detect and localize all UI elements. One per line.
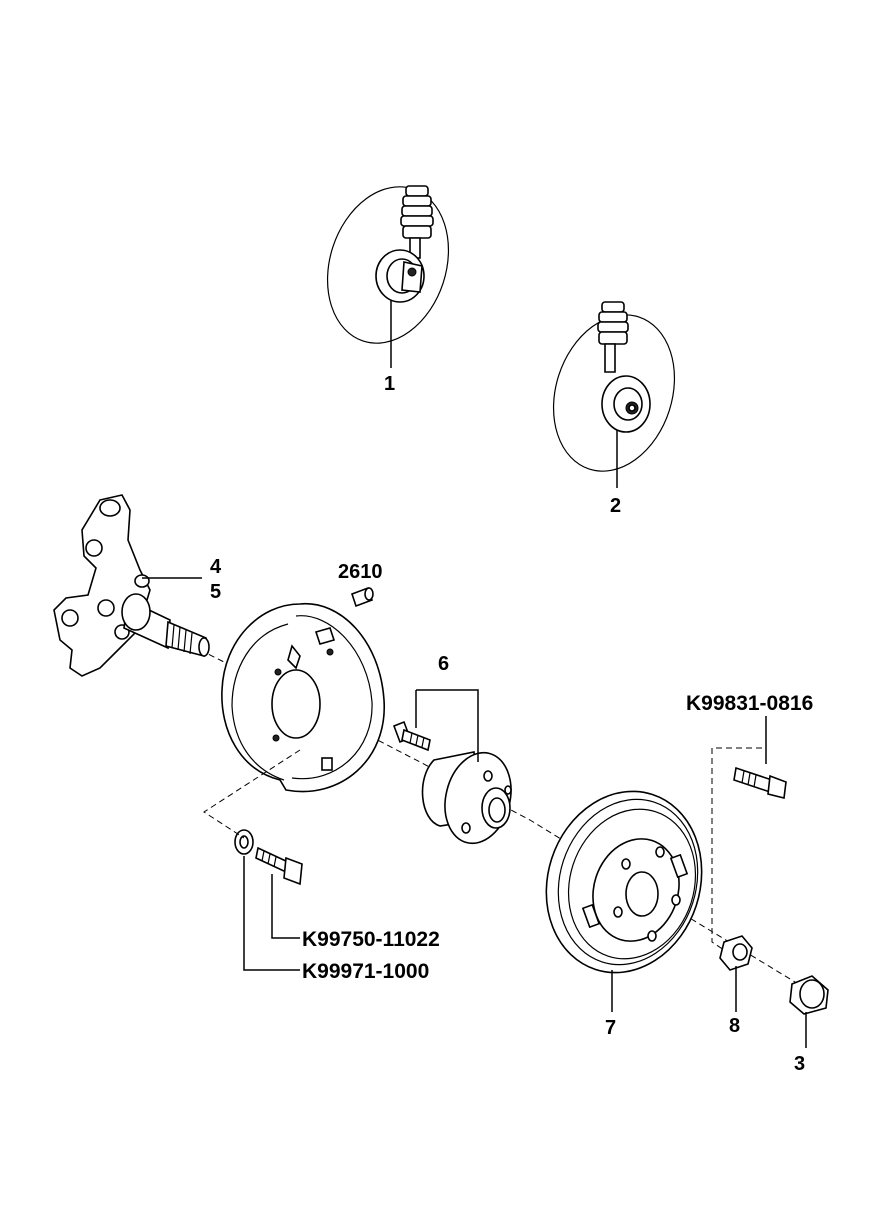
mount-bracket-2 (601, 375, 651, 433)
label-5: 5 (210, 581, 221, 603)
label-1: 1 (384, 373, 395, 395)
label-3: 3 (794, 1053, 805, 1075)
label-2610: 2610 (338, 561, 383, 583)
plug-2610 (350, 586, 374, 608)
knuckle-assembly (53, 494, 210, 677)
backing-plate (221, 603, 385, 793)
label-8: 8 (729, 1015, 740, 1037)
bump-stop-1 (400, 185, 434, 259)
hub-bearing (421, 751, 512, 845)
detail-view-2 (552, 301, 676, 472)
label-7: 7 (605, 1017, 616, 1039)
bolt-k99750 (255, 846, 303, 886)
brake-drum (545, 790, 703, 974)
ref-line-left (203, 749, 301, 839)
hub-bolt (392, 720, 431, 752)
bolt-k99831 (733, 766, 787, 799)
label-6: 6 (438, 653, 449, 675)
washer-k99971 (234, 829, 254, 855)
mount-bracket-1 (375, 249, 425, 303)
hub-nut (719, 935, 753, 971)
label-k99971-1000: K99971-1000 (302, 960, 429, 983)
label-4: 4 (210, 556, 222, 578)
leader-lines (142, 300, 807, 1048)
hub-cap (789, 975, 829, 1015)
label-k99750-11022: K99750-11022 (302, 928, 440, 951)
bump-stop-2 (597, 301, 629, 373)
ref-line-right (711, 747, 762, 951)
spindle (121, 593, 210, 658)
label-2: 2 (610, 495, 621, 517)
detail-view-1 (326, 185, 450, 344)
label-k99831-0816: K99831-0816 (686, 692, 813, 715)
